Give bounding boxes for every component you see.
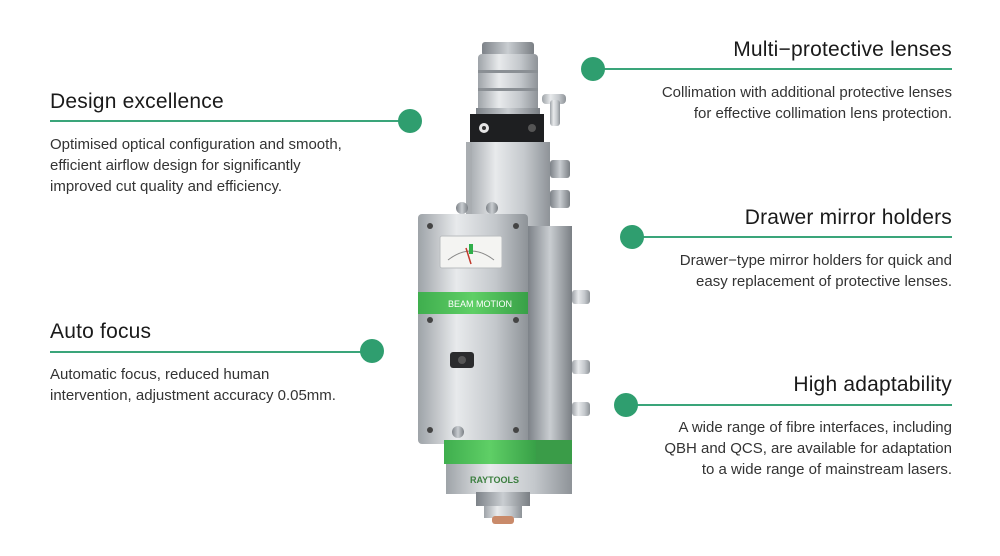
connector-line-adaptability <box>628 404 952 406</box>
connector-dot-lenses <box>581 57 605 81</box>
feature-auto-focus: Auto focus Automatic focus, reduced huma… <box>50 320 430 406</box>
feature-description: Collimation with additional protective l… <box>661 84 952 122</box>
feature-drawer-mirror-holders: Drawer mirror holders Drawer−type mirror… <box>560 206 952 292</box>
feature-title: Design excellence <box>50 90 224 113</box>
feature-multi-protective-lenses: Multi−protective lenses Collimation with… <box>560 38 952 124</box>
collimation-module <box>476 42 540 118</box>
feature-title: High adaptability <box>793 373 952 396</box>
beam-motion-label: BEAM MOTION <box>448 299 512 309</box>
feature-title: Auto focus <box>50 320 152 343</box>
connector-dot-auto-focus <box>360 339 384 363</box>
fitting-icon <box>542 94 566 126</box>
connector-line-drawer <box>634 236 952 238</box>
feature-title: Multi−protective lenses <box>733 38 952 61</box>
nozzle <box>476 492 530 524</box>
feature-high-adaptability: High adaptability A wide range of fibre … <box>560 373 952 480</box>
feature-description: Automatic focus, reduced human intervent… <box>50 366 336 404</box>
brand-label: RAYTOOLS <box>470 475 519 485</box>
feature-description: Optimised optical configuration and smoo… <box>50 136 342 195</box>
feature-description: Drawer−type mirror holders for quick and… <box>679 252 952 290</box>
connector-line-auto-focus <box>50 351 362 353</box>
connector-dot-design <box>398 109 422 133</box>
connector-dot-adaptability <box>614 393 638 417</box>
connector-dot-drawer <box>620 225 644 249</box>
feature-title: Drawer mirror holders <box>744 206 952 229</box>
connector-line-design <box>50 120 410 122</box>
feature-description: A wide range of fibre interfaces, includ… <box>664 419 952 478</box>
beam-motion-band <box>418 292 528 314</box>
laser-cutting-head-illustration: BEAM MOTION RAYTOOLS <box>418 42 590 524</box>
feature-design-excellence: Design excellence Optimised optical conf… <box>50 90 430 197</box>
lower-section: RAYTOOLS <box>444 426 572 494</box>
main-housing: BEAM MOTION <box>418 214 590 444</box>
connector-line-lenses <box>596 68 952 70</box>
